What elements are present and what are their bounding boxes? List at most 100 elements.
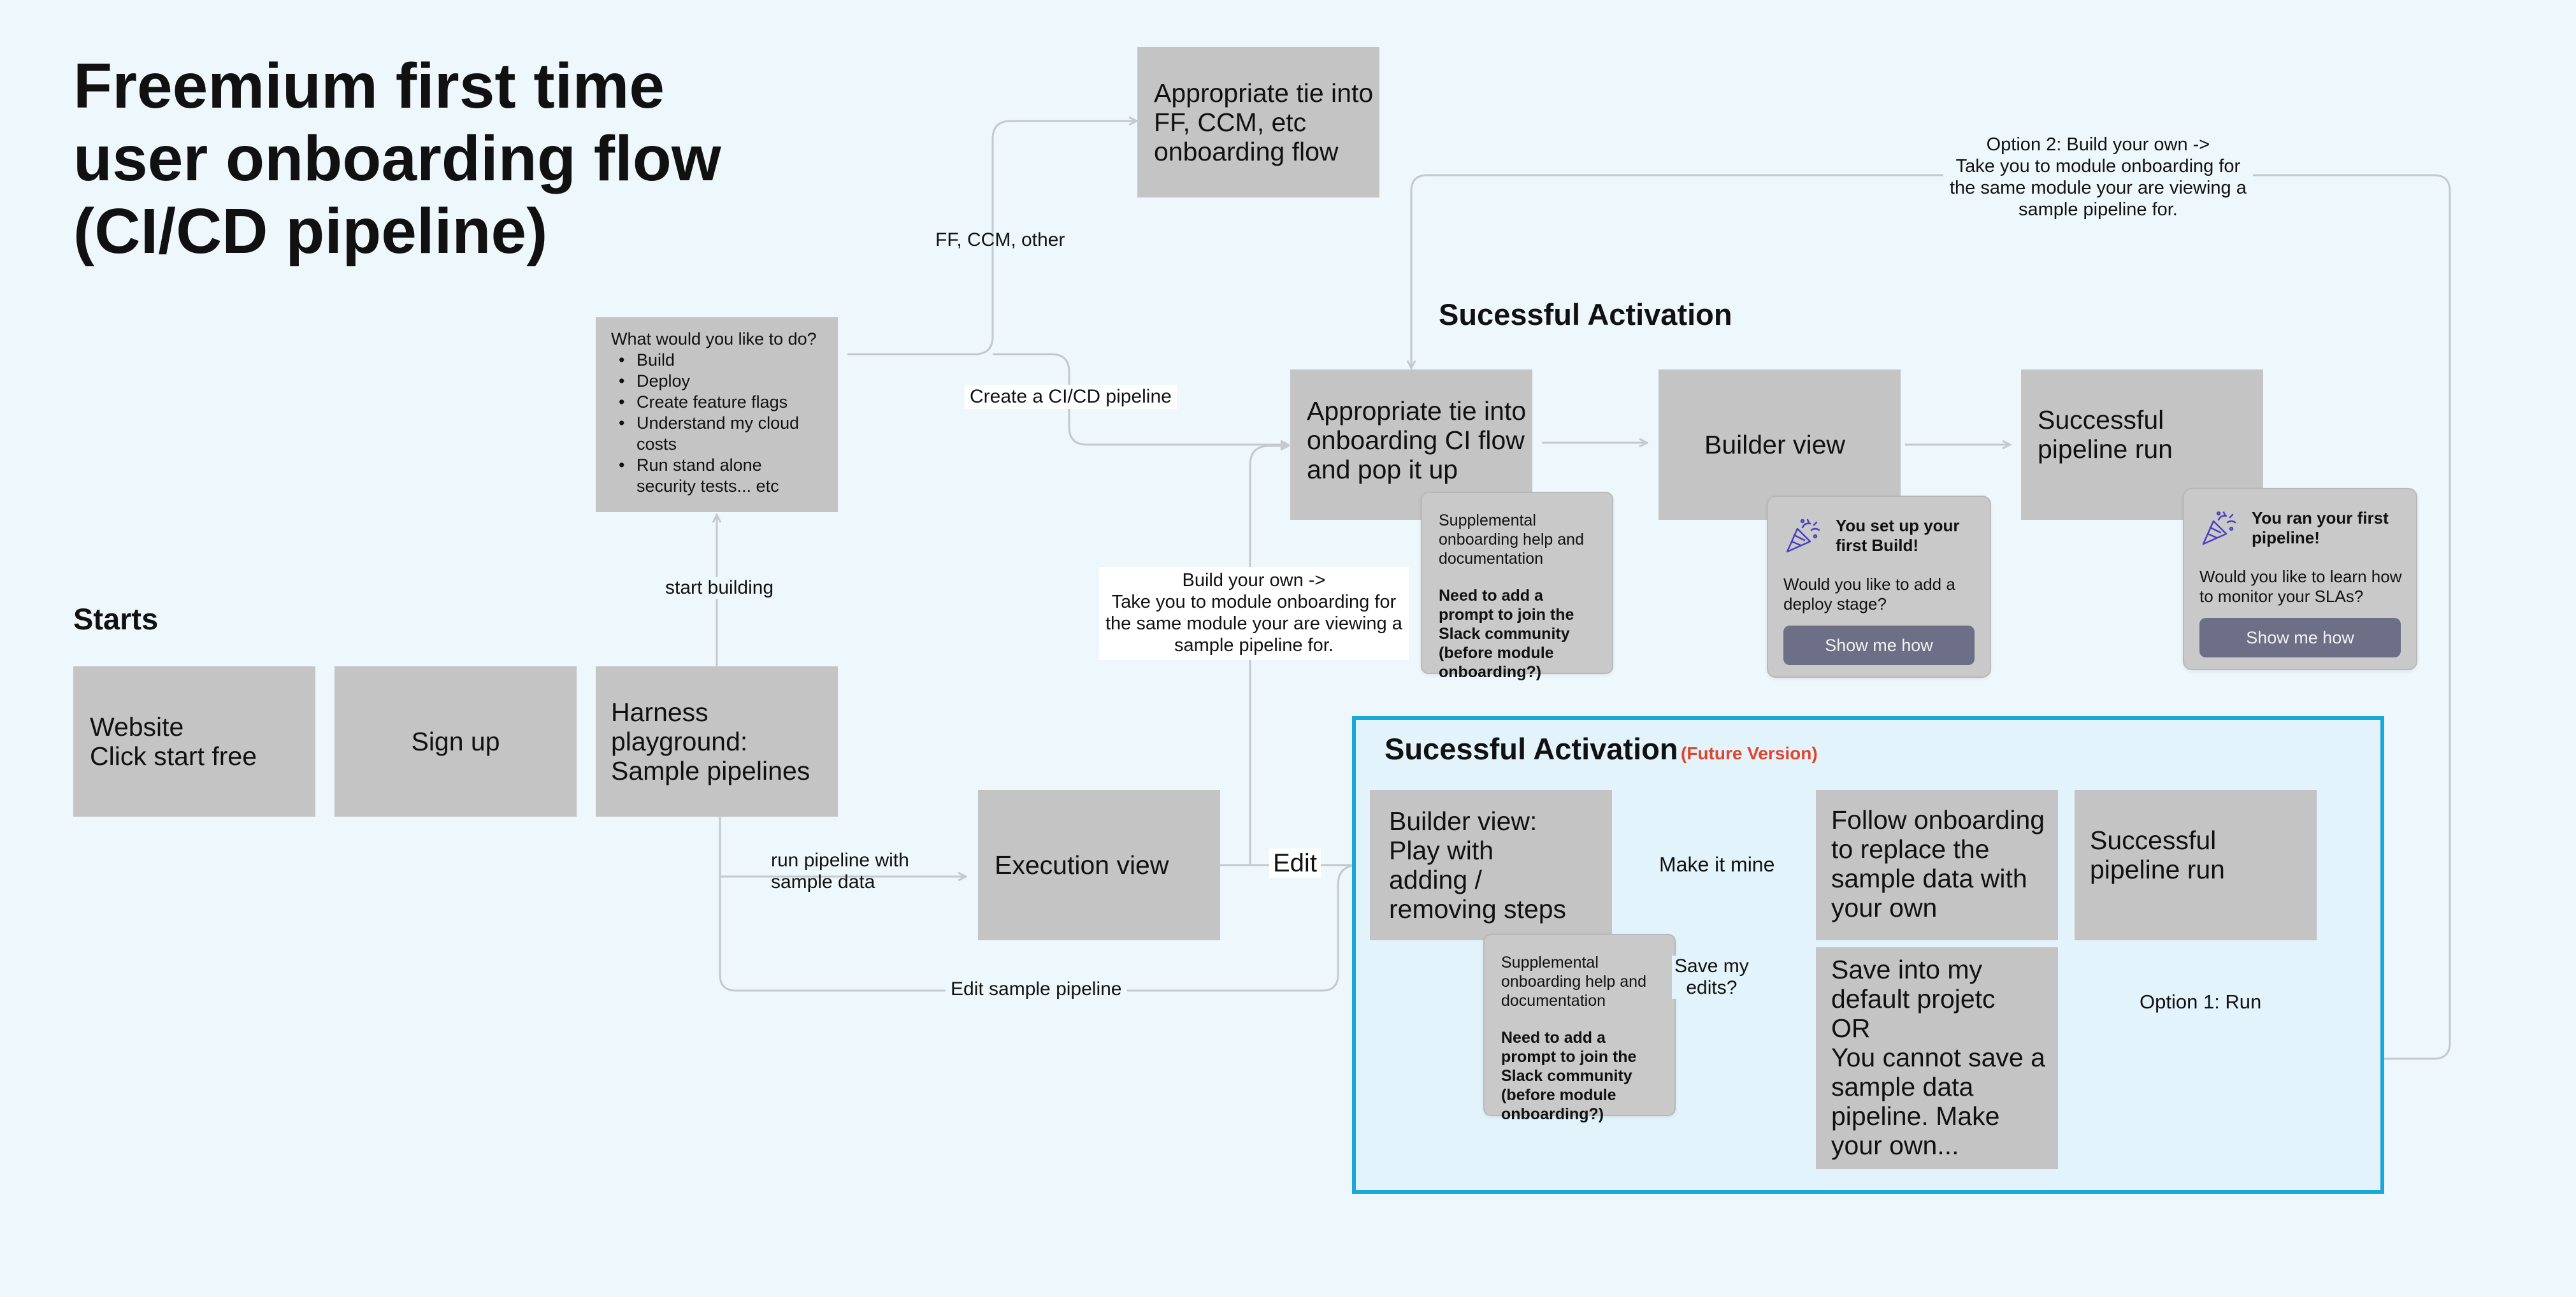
- supplemental-card-future: Supplemental onboarding help and documen…: [1483, 934, 1676, 1123]
- edge-ff-ccm: [847, 121, 1137, 355]
- pipeline-run-future-line-2: pipeline run: [2090, 855, 2225, 884]
- option2-line-4: sample pipeline for.: [2018, 199, 2178, 220]
- save-into-line-3: OR: [1831, 1014, 1871, 1043]
- follow-onboarding-box[interactable]: Follow onboarding to replace the sample …: [1816, 790, 2058, 940]
- party-popper-icon: [2202, 511, 2236, 545]
- edge-label-option2: Option 2: Build your own -> Take you to …: [1943, 134, 2253, 220]
- option2-line-3: the same module your are viewing a: [1950, 178, 2247, 198]
- future-heading: Sucessful Activation (Future Version): [1385, 731, 1818, 766]
- show-me-how-button[interactable]: Show me how: [2199, 618, 2401, 657]
- supplemental-prompt: Need to add a prompt to join the Slack c…: [1501, 1029, 1637, 1123]
- ci-flow-line-3: and pop it up: [1307, 455, 1458, 484]
- pipeline-run-future-box[interactable]: Successful pipeline run: [2075, 790, 2317, 940]
- pipeline-toast-title: You ran your first pipeline!: [2252, 508, 2389, 547]
- starts-heading: Starts: [73, 602, 159, 636]
- edge-option2: [1411, 174, 2451, 1060]
- playground-box[interactable]: Harness playground: Sample pipelines: [596, 666, 838, 817]
- ci-flow-line-1: Appropriate tie into: [1307, 396, 1527, 426]
- future-version-tag: (Future Version): [1681, 743, 1818, 763]
- menu-list: Build Deploy Create feature flags Unders…: [611, 350, 825, 497]
- pipeline-toast-body: Would you like to learn how to monitor y…: [2199, 567, 2402, 606]
- build-own-line-2: Take you to module onboarding for: [1111, 592, 1397, 612]
- menu-item-feature-flags: Create feature flags: [619, 392, 825, 413]
- future-activation-heading: Sucessful Activation: [1385, 732, 1678, 766]
- ff-ccm-line-3: onboarding flow: [1154, 137, 1339, 166]
- follow-onboarding-line-2: to replace the: [1831, 835, 1990, 864]
- edge-label-run-pipeline: run pipeline with sample data: [771, 850, 909, 893]
- edge-label-create-cicd: Create a CI/CD pipeline: [965, 385, 1177, 409]
- ci-flow-box[interactable]: Appropriate tie into onboarding CI flow …: [1290, 369, 1532, 520]
- menu-item-security-tests: Run stand alone security tests... etc: [619, 455, 825, 497]
- title-line-3: (CI/CD pipeline): [73, 196, 548, 267]
- save-into-line-6: pipeline. Make: [1831, 1101, 2000, 1131]
- builder-play-box[interactable]: Builder view: Play with adding / removin…: [1370, 790, 1612, 940]
- menu-box[interactable]: What would you like to do? Build Deploy …: [596, 317, 838, 512]
- supplemental-prompt: Need to add a prompt to join the Slack c…: [1439, 587, 1574, 681]
- save-into-box[interactable]: Save into my default projetc OR You cann…: [1816, 947, 2058, 1169]
- party-popper-icon: [1786, 519, 1820, 553]
- builder-view-box[interactable]: Builder view: [1659, 369, 1901, 520]
- title-line-2: user onboarding flow: [73, 123, 721, 194]
- edge-label-ff-ccm: FF, CCM, other: [935, 229, 1065, 250]
- activation-heading: Sucessful Activation: [1439, 297, 1732, 331]
- ff-ccm-box[interactable]: Appropriate tie into FF, CCM, etc onboar…: [1137, 47, 1379, 197]
- execution-view-label: Execution view: [995, 850, 1169, 880]
- edge-label-build-own: Build your own -> Take you to module onb…: [1099, 567, 1409, 660]
- builder-view-label: Builder view: [1704, 430, 1846, 459]
- website-line-1: Website: [90, 712, 184, 742]
- build-own-line-1: Build your own ->: [1182, 570, 1326, 591]
- ff-ccm-line-1: Appropriate tie into: [1154, 78, 1374, 108]
- playground-line-1: Harness: [611, 698, 709, 727]
- pipeline-run-box[interactable]: Successful pipeline run: [2021, 369, 2263, 520]
- signup-label: Sign up: [411, 727, 500, 756]
- pipeline-toast: You ran your first pipeline! Would you l…: [2183, 488, 2417, 670]
- build-toast-body: Would you like to add a deploy stage?: [1783, 575, 1955, 613]
- follow-onboarding-line-4: your own: [1831, 893, 1938, 922]
- follow-onboarding-line-1: Follow onboarding: [1831, 805, 2045, 835]
- playground-line-3: Sample pipelines: [611, 756, 810, 785]
- save-into-line-1: Save into my: [1831, 955, 1982, 984]
- ci-flow-line-2: onboarding CI flow: [1307, 426, 1525, 455]
- save-into-line-7: your own...: [1831, 1131, 1959, 1160]
- builder-play-line-3: adding /: [1389, 865, 1482, 894]
- playground-line-2: playground:: [611, 727, 748, 756]
- save-into-line-2: default projetc: [1831, 984, 1996, 1014]
- edge-label-make-it-mine: Make it mine: [1655, 854, 1779, 875]
- menu-question: What would you like to do?: [611, 329, 817, 348]
- supplemental-card: Supplemental onboarding help and documen…: [1421, 492, 1613, 681]
- edge-label-edit-sample: Edit sample pipeline: [946, 978, 1127, 1000]
- page-title: Freemium first time user onboarding flow…: [73, 50, 774, 268]
- title-line-1: Freemium first time: [73, 50, 665, 122]
- save-edits-line-2: edits?: [1686, 977, 1738, 998]
- edge-label-save-edits: Save my edits?: [1672, 956, 1752, 999]
- edge-build-own: [1249, 446, 1288, 865]
- website-line-2: Click start free: [90, 742, 257, 771]
- website-box[interactable]: Website Click start free: [73, 666, 315, 817]
- supplemental-text: Supplemental onboarding help and documen…: [1439, 512, 1584, 568]
- edge-label-start-building: start building: [663, 577, 777, 599]
- follow-onboarding-line-3: sample data with: [1831, 864, 2027, 893]
- run-pipeline-line-1: run pipeline with: [771, 850, 909, 871]
- builder-play-line-4: removing steps: [1389, 894, 1567, 924]
- builder-play-line-2: Play with: [1389, 836, 1494, 865]
- save-into-line-4: You cannot save a: [1831, 1043, 2045, 1072]
- option2-line-2: Take you to module onboarding for: [1955, 156, 2241, 176]
- menu-item-cloud-costs: Understand my cloud costs: [619, 413, 825, 455]
- show-me-how-button[interactable]: Show me how: [1783, 626, 1975, 665]
- edge-label-option1: Option 1: Run: [2136, 991, 2266, 1013]
- build-toast-title: You set up your first Build!: [1836, 516, 1960, 555]
- execution-view-box[interactable]: Execution view: [978, 790, 1220, 940]
- build-own-line-3: the same module your are viewing a: [1105, 613, 1402, 634]
- save-edits-line-1: Save my: [1674, 956, 1749, 977]
- edge-edit-sample: [719, 865, 1369, 992]
- save-into-line-5: sample data: [1831, 1072, 1974, 1101]
- signup-box[interactable]: Sign up: [335, 666, 577, 817]
- menu-item-deploy: Deploy: [619, 371, 825, 392]
- build-own-line-4: sample pipeline for.: [1174, 635, 1334, 656]
- ff-ccm-line-2: FF, CCM, etc: [1154, 108, 1307, 137]
- build-toast: You set up your first Build! Would you l…: [1767, 496, 1991, 678]
- pipeline-run-line-1: Successful: [2038, 405, 2164, 434]
- pipeline-run-line-2: pipeline run: [2038, 434, 2173, 464]
- menu-item-build: Build: [619, 350, 825, 371]
- run-pipeline-line-2: sample data: [771, 871, 875, 892]
